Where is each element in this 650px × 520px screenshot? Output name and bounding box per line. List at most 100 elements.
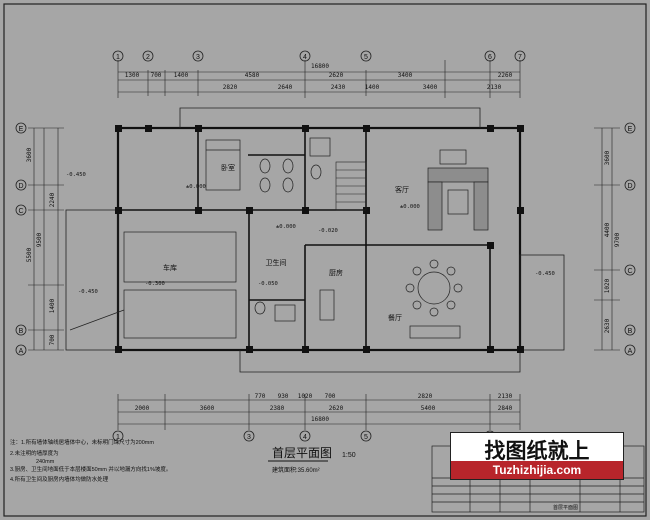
- dining-table: [405, 259, 463, 339]
- elev-living: ±0.000: [400, 204, 420, 210]
- bottom-dim1-4: 700: [325, 393, 336, 400]
- axis-right-C: C: [627, 268, 632, 275]
- top-dim2-4: 1400: [365, 84, 380, 91]
- bottom-dim1-2: 930: [278, 393, 289, 400]
- note-3: 3.厨房、卫生间地面低于本层楼面50mm 并以地漏方向找1%坡度。: [10, 465, 171, 473]
- top-dim-6: 3400: [398, 72, 413, 79]
- top-dim2-6: 2130: [487, 84, 502, 91]
- axis-left-B: B: [19, 328, 24, 335]
- top-dim2-5: 3400: [423, 84, 438, 91]
- elev-bedroom: ±0.000: [186, 184, 206, 190]
- bedroom-furniture: [205, 139, 241, 191]
- right-dim-3: 1020: [604, 278, 611, 293]
- axis-right-B: B: [628, 328, 633, 335]
- watermark-text-cn: 找图纸就上: [484, 439, 590, 463]
- note-1: 注：1.所有墙体轴线居墙体中心，未标明门垛尺寸为200mm: [10, 438, 154, 446]
- bottom-axis-bubbles: [112, 430, 496, 442]
- top-dim2-1: 2820: [223, 84, 238, 91]
- axis-bottom-3: 3: [247, 434, 251, 441]
- exterior-walls: [116, 126, 522, 352]
- axis-right-D: D: [627, 183, 632, 190]
- sheet-border: [3, 3, 647, 517]
- axis-left-E: E: [19, 126, 24, 133]
- room-dining: 餐厅: [388, 313, 402, 322]
- note-2b: 240mm: [36, 459, 55, 465]
- left-axis-bubbles: [15, 122, 27, 356]
- top-dim-5: 2620: [329, 72, 344, 79]
- title-block-label: 首层平面图: [553, 504, 578, 511]
- axis-top-4: 4: [303, 54, 307, 61]
- left-dim-1: 3600: [26, 147, 33, 162]
- top-total: 16800: [311, 63, 329, 70]
- axis-top-1: 1: [116, 54, 120, 61]
- drawing-scale: 1:50: [342, 452, 356, 459]
- columns: [115, 125, 524, 353]
- top-axis-bubbles: [112, 50, 526, 62]
- axis-top-3: 3: [196, 54, 200, 61]
- drawing-title: 首层平面图: [272, 446, 332, 460]
- right-dim-2: 4400: [604, 222, 611, 237]
- elev-corridor: ±0.000: [276, 224, 296, 230]
- elev-porch-left: -0.450: [78, 289, 98, 295]
- watermark-logo: 找图纸就上 Tuzhizhijia.com: [450, 432, 624, 480]
- note-2: 2.未注明的墙厚度为: [10, 449, 59, 457]
- right-dim-1: 3600: [604, 150, 611, 165]
- bottom-dimensions: [117, 394, 521, 430]
- axis-top-7: 7: [518, 54, 522, 61]
- axis-left-A: A: [19, 348, 24, 355]
- top-dim2-3: 2430: [331, 84, 346, 91]
- room-living: 客厅: [395, 185, 409, 194]
- top-dimensions: [117, 60, 521, 98]
- elev-bath: -0.050: [258, 281, 278, 287]
- top-dim-1: 1300: [125, 72, 140, 79]
- right-dimensions: [594, 127, 620, 351]
- top-dim-2: 700: [151, 72, 162, 79]
- garage-parking: [69, 231, 237, 339]
- bottom-dim1-1: 770: [255, 393, 266, 400]
- porch-outlines: [65, 107, 565, 373]
- watermark-text-en: Tuzhizhijia.com: [451, 461, 623, 479]
- axis-bottom-5: 5: [364, 434, 368, 441]
- room-bath: 卫生间: [266, 258, 287, 267]
- drawing-area: 建筑面积:35.60m²: [272, 466, 320, 474]
- axis-bottom-1: 1: [116, 434, 120, 441]
- elev-garage: -0.300: [145, 281, 165, 287]
- elev-porch-right: -0.450: [535, 271, 555, 277]
- room-garage: 车库: [163, 263, 177, 272]
- elev-kitchen: -0.020: [318, 228, 338, 234]
- left-total: 9500: [36, 232, 43, 247]
- bottom-dim2-4: 2620: [329, 405, 344, 412]
- axis-top-2: 2: [146, 54, 150, 61]
- bottom-dim2-1: 2000: [135, 405, 150, 412]
- bottom-total: 16800: [311, 416, 329, 423]
- axis-top-5: 5: [364, 54, 368, 61]
- left-dim-2: 5500: [26, 247, 33, 262]
- right-dim-4: 2630: [604, 318, 611, 333]
- bath-fixtures: [254, 137, 335, 322]
- left-dim-5: 700: [49, 334, 56, 345]
- living-sofa-set: [427, 149, 489, 231]
- room-kitchen: 厨房: [329, 268, 343, 277]
- stair: [335, 161, 367, 211]
- bottom-dim1-5: 2820: [418, 393, 433, 400]
- right-axis-bubbles: [624, 122, 636, 356]
- axis-top-6: 6: [488, 54, 492, 61]
- axis-bottom-4: 4: [303, 434, 307, 441]
- elev-left-top: -0.450: [66, 172, 86, 178]
- bottom-dim1-3: 1020: [298, 393, 313, 400]
- left-dimensions: [28, 127, 64, 351]
- note-4: 4.所有卫生间及厨房内墙体均做防水处理: [10, 475, 109, 483]
- bottom-dim2-5: 5400: [421, 405, 436, 412]
- right-total: 9700: [614, 232, 621, 247]
- bottom-dim1-6: 2130: [498, 393, 513, 400]
- bottom-dim2-2: 3600: [200, 405, 215, 412]
- left-dim-4: 1400: [49, 298, 56, 313]
- axis-right-A: A: [628, 348, 633, 355]
- axis-left-C: C: [18, 208, 23, 215]
- top-dim2-2: 2640: [278, 84, 293, 91]
- top-dim-3: 1400: [174, 72, 189, 79]
- bottom-dim2-6: 2840: [498, 405, 513, 412]
- interior-walls: [118, 128, 491, 350]
- room-bedroom: 卧室: [221, 163, 235, 172]
